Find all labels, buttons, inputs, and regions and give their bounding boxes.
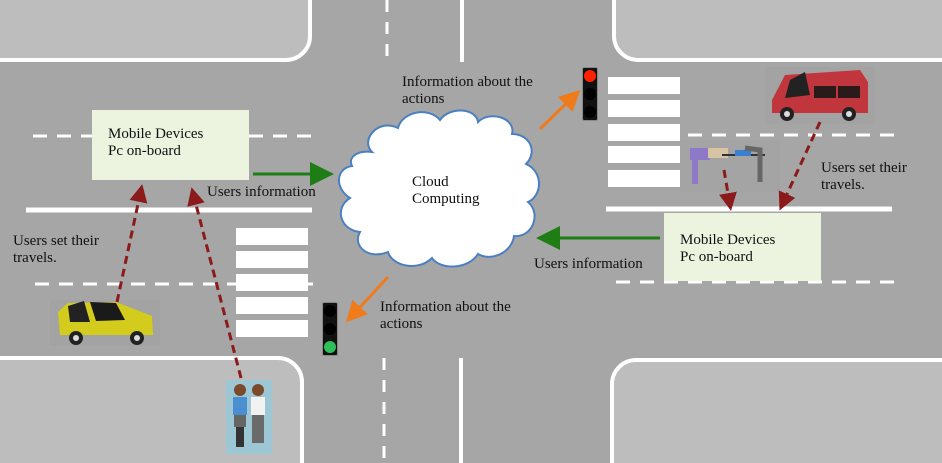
- cyclist-icon: [680, 140, 780, 192]
- actions-label-top-line2: actions: [402, 91, 445, 107]
- users-info-label-right: Users information: [534, 256, 643, 272]
- dashed-arrow-cyclist: [719, 169, 737, 211]
- pedestrians-icon: [226, 380, 272, 454]
- crosswalk-stripe: [236, 251, 308, 268]
- lamp-off: [324, 305, 336, 317]
- actions-label-bottom-line2: actions: [380, 316, 423, 332]
- crosswalk-stripe: [236, 297, 308, 314]
- users-info-label-left: Users information: [207, 184, 316, 200]
- lamp-off: [584, 106, 596, 118]
- box-left-line2: Pc on-board: [108, 143, 181, 159]
- lamp-off: [324, 323, 336, 335]
- users-set-label-left-line1: Users set their: [13, 233, 99, 249]
- crosswalk-stripe: [608, 77, 680, 94]
- mobile-devices-box-left: Mobile Devices Pc on-board: [92, 110, 249, 180]
- dashed-arrow-red-car: [778, 121, 822, 211]
- corner-block-top-left: [0, 0, 312, 62]
- yellow-car-icon: [50, 300, 160, 346]
- crosswalk-stripe: [236, 320, 308, 337]
- crosswalk-stripe: [608, 124, 680, 141]
- green-lamp-on: [324, 341, 336, 353]
- users-set-label-right-line1: Users set their: [821, 160, 907, 176]
- cloud-label-line2: Computing: [412, 191, 480, 207]
- actions-arrow-bottom: [345, 275, 390, 323]
- red-car-icon: [765, 67, 875, 124]
- crosswalk-stripe: [608, 100, 680, 117]
- box-left-line1: Mobile Devices: [108, 126, 204, 142]
- crosswalk-stripe: [608, 170, 680, 187]
- traffic-light-top: [582, 67, 598, 121]
- cloud-icon: [338, 109, 540, 268]
- cloud-label-line1: Cloud: [412, 174, 449, 190]
- box-right-line1: Mobile Devices: [680, 232, 776, 248]
- corner-block-top-right: [612, 0, 942, 62]
- box-right-line2: Pc on-board: [680, 249, 753, 265]
- actions-arrow-top: [538, 89, 581, 131]
- users-set-label-left-line2: travels.: [13, 250, 57, 266]
- actions-label-bottom-line1: Information about the: [380, 299, 511, 315]
- corner-block-bottom-right: [610, 358, 942, 463]
- red-lamp-on: [584, 70, 596, 82]
- mobile-devices-box-right: Mobile Devices Pc on-board: [664, 213, 821, 281]
- crosswalk-stripe: [236, 228, 308, 245]
- dashed-arrow-yellow-car: [115, 184, 148, 303]
- traffic-light-bottom: [322, 302, 338, 356]
- users-set-label-right-line2: travels.: [821, 177, 865, 193]
- dashed-arrow-pedestrians: [187, 187, 243, 379]
- actions-label-top-line1: Information about the: [402, 74, 533, 90]
- crosswalk-stripe: [608, 146, 680, 163]
- lamp-off: [584, 88, 596, 100]
- crosswalk-stripe: [236, 274, 308, 291]
